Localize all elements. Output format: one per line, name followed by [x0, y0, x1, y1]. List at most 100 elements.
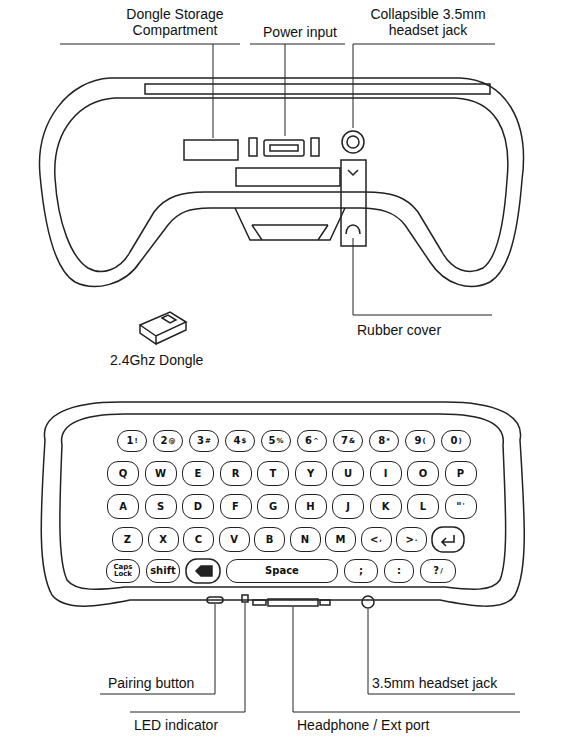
clip-left — [249, 138, 257, 156]
key-shift-legend: & — [349, 438, 355, 445]
leader-line — [293, 607, 520, 712]
pairing-button — [207, 597, 223, 603]
leader-line — [60, 44, 240, 138]
keyboard-key: J — [332, 494, 364, 519]
key-legend: J — [346, 502, 350, 512]
keyboard-key: 2@ — [153, 430, 183, 452]
part-label: 3.5mm headset jack — [372, 675, 522, 691]
keyboard-headset-jack — [362, 596, 374, 608]
keyboard-key: I — [370, 461, 402, 486]
enter-symbol — [442, 535, 454, 546]
key-shift-legend: ( — [422, 438, 425, 445]
keyboard-key: 9( — [405, 430, 435, 452]
key-legend: 1 — [126, 436, 133, 446]
key-legend: Y — [307, 469, 314, 479]
key-legend: D — [194, 502, 202, 512]
key-shift-legend: ) — [458, 438, 461, 445]
keyboard-key: Q — [107, 461, 139, 486]
key-legend: ; — [359, 566, 363, 576]
key-legend: Z — [124, 535, 131, 545]
key-legend: X — [159, 535, 167, 545]
key-legend: > — [405, 535, 413, 545]
rubber-cover — [341, 160, 366, 246]
power-input — [264, 140, 304, 156]
key-legend: T — [270, 469, 277, 479]
keyboard-key: D — [182, 494, 214, 519]
key-legend: 5 — [269, 436, 276, 446]
keyboard-key: ; — [344, 559, 378, 583]
headphone-port — [253, 599, 330, 606]
part-label: 2.4Ghz Dongle — [110, 352, 250, 368]
keyboard-key: U — [332, 461, 364, 486]
keyboard-key: X — [148, 527, 179, 552]
key-legend: 2 — [161, 436, 168, 446]
part-label: LED indicator — [134, 717, 254, 733]
key-legend: U — [344, 469, 352, 479]
dongle-compartment — [184, 140, 238, 160]
leader-line — [353, 44, 495, 128]
top-slot — [145, 84, 490, 94]
key-legend: I — [384, 469, 388, 479]
keyboard-key: V — [219, 527, 250, 552]
key-shift-legend: # — [205, 438, 211, 445]
key-shift-legend: @ — [168, 438, 175, 445]
key-legend: L — [420, 502, 426, 512]
cover-chevron — [348, 170, 358, 175]
key-shift-legend: . — [415, 536, 418, 543]
key-legend: P — [457, 469, 464, 479]
key-legend: ? — [433, 566, 439, 576]
keyboard-key: ?/ — [420, 559, 456, 583]
keyboard-key: shift — [146, 559, 180, 583]
key-shift-legend: ^ — [313, 438, 319, 445]
part-label: Rubber cover — [357, 322, 497, 338]
keyboard-key: S — [145, 494, 177, 519]
key-legend: 8 — [378, 436, 385, 446]
clip-right — [311, 138, 319, 156]
keyboard-key: R — [220, 461, 252, 486]
key-legend: K — [382, 502, 390, 512]
keyboard-key: 8* — [369, 430, 399, 452]
keyboard-key: 3# — [189, 430, 219, 452]
keyboard-key: A — [107, 494, 139, 519]
key-legend: R — [232, 469, 240, 479]
keyboard-key: B — [254, 527, 285, 552]
leader-line — [130, 603, 245, 712]
key-legend: shift — [150, 566, 176, 576]
keyboard-inner-outline — [60, 414, 506, 589]
keyboard-key: "' — [445, 494, 477, 519]
controller-body — [40, 78, 524, 286]
key-legend: M — [336, 535, 346, 545]
keyboard-key: Y — [295, 461, 327, 486]
key-legend: B — [266, 535, 274, 545]
lower-tab — [235, 208, 345, 240]
keyboard-key: H — [295, 494, 327, 519]
keyboard-key: N — [290, 527, 321, 552]
keyboard-key: Caps Lock — [106, 559, 140, 583]
keyboard-key: G — [257, 494, 289, 519]
keyboard-body — [41, 402, 524, 606]
part-label: Dongle Storage Compartment — [100, 6, 250, 38]
keyboard-key: 6^ — [297, 430, 327, 452]
key-legend: O — [419, 469, 428, 479]
keyboard-key: C — [183, 527, 214, 552]
cover-notch — [346, 225, 360, 234]
key-legend: H — [306, 502, 314, 512]
keyboard-key: W — [145, 461, 177, 486]
keyboard-key: : — [384, 559, 414, 583]
key-legend: " — [456, 502, 461, 512]
part-label: Power input — [240, 24, 360, 40]
leader-line — [250, 44, 345, 136]
keyboard-key: Z — [112, 527, 143, 552]
key-legend: 4 — [234, 436, 241, 446]
keyboard-key: O — [407, 461, 439, 486]
part-label: Collapsible 3.5mm headset jack — [358, 6, 498, 38]
headset-jack-inner — [347, 136, 359, 148]
keyboard-key: K — [370, 494, 402, 519]
enter-key — [432, 527, 464, 552]
key-legend: E — [195, 469, 202, 479]
keyboard-key: 5% — [261, 430, 291, 452]
keyboard-key: F — [220, 494, 252, 519]
key-legend: Q — [119, 469, 128, 479]
